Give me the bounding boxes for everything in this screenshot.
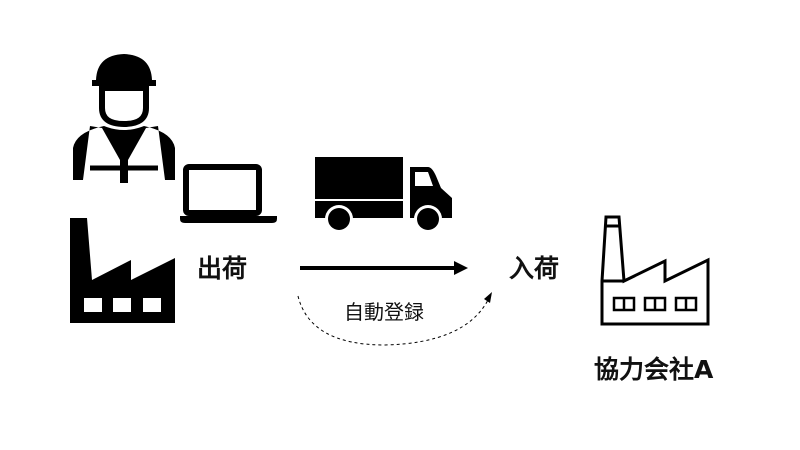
factory-icon bbox=[70, 218, 175, 323]
partner-factory-icon bbox=[600, 215, 710, 326]
auto-register-label: 自動登録 bbox=[344, 300, 424, 324]
auto-register-arc bbox=[297, 292, 492, 346]
shipping-label: 出荷 bbox=[197, 254, 248, 283]
worker-icon bbox=[73, 54, 175, 183]
receiving-label: 入荷 bbox=[509, 254, 560, 283]
laptop-icon bbox=[180, 164, 277, 223]
truck-icon bbox=[315, 157, 452, 233]
flow-arrow bbox=[300, 261, 468, 275]
partner-label: 協力会社A bbox=[594, 355, 714, 384]
